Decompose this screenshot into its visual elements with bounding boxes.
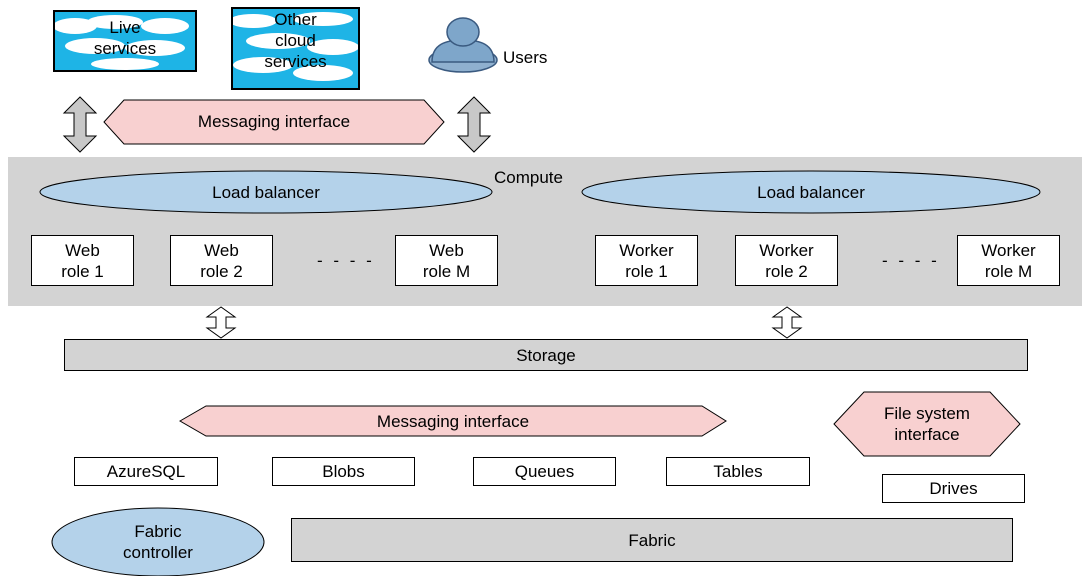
live-services-label: Live services (93, 18, 157, 58)
users-icon (428, 17, 498, 73)
storage-bar: Storage (64, 339, 1028, 371)
live-services-cloud: Live services (53, 10, 197, 72)
fabric-controller-shape (51, 507, 265, 576)
service-tables: Tables (666, 457, 810, 486)
worker-role-m: Worker role M (957, 235, 1060, 286)
double-arrow-compute-storage-left (205, 306, 237, 339)
service-blobs: Blobs (272, 457, 415, 486)
cloud-pattern (233, 12, 358, 81)
fabric-bar: Fabric (291, 518, 1013, 562)
load-balancer-left-label: Load balancer (212, 183, 320, 202)
load-balancer-right-shape (581, 170, 1041, 214)
double-arrow-compute-storage-right (771, 306, 803, 339)
web-role-m: Web role M (395, 235, 498, 286)
load-balancer-left-shape (39, 170, 493, 214)
users-label: Users (503, 48, 548, 67)
load-balancer-right-label: Load balancer (757, 183, 865, 202)
messaging-interface-bottom-label: Messaging interface (376, 412, 530, 431)
worker-role-1: Worker role 1 (595, 235, 698, 286)
messaging-interface-top-shape (103, 99, 445, 145)
cloud-pattern (55, 15, 189, 70)
double-arrow-left-top (62, 96, 98, 153)
file-system-interface-label: File system interface (884, 404, 970, 444)
service-azuresql: AzureSQL (74, 457, 218, 486)
fabric-controller-label: Fabric controller (123, 522, 193, 562)
worker-roles-ellipsis: - - - - (882, 251, 940, 270)
web-role-2: Web role 2 (170, 235, 273, 286)
web-role-1: Web role 1 (31, 235, 134, 286)
web-roles-ellipsis: - - - - (317, 251, 375, 270)
other-cloud-services-cloud: Other cloud services (231, 7, 360, 90)
drives-box: Drives (882, 474, 1025, 503)
compute-title: Compute (494, 168, 563, 187)
other-cloud-services-label: Other cloud services (264, 10, 327, 71)
file-system-interface-shape (833, 391, 1021, 457)
worker-role-2: Worker role 2 (735, 235, 838, 286)
messaging-interface-top-label: Messaging interface (197, 112, 351, 131)
service-queues: Queues (473, 457, 616, 486)
messaging-interface-bottom-shape (178, 405, 727, 437)
double-arrow-right-top (456, 96, 492, 153)
